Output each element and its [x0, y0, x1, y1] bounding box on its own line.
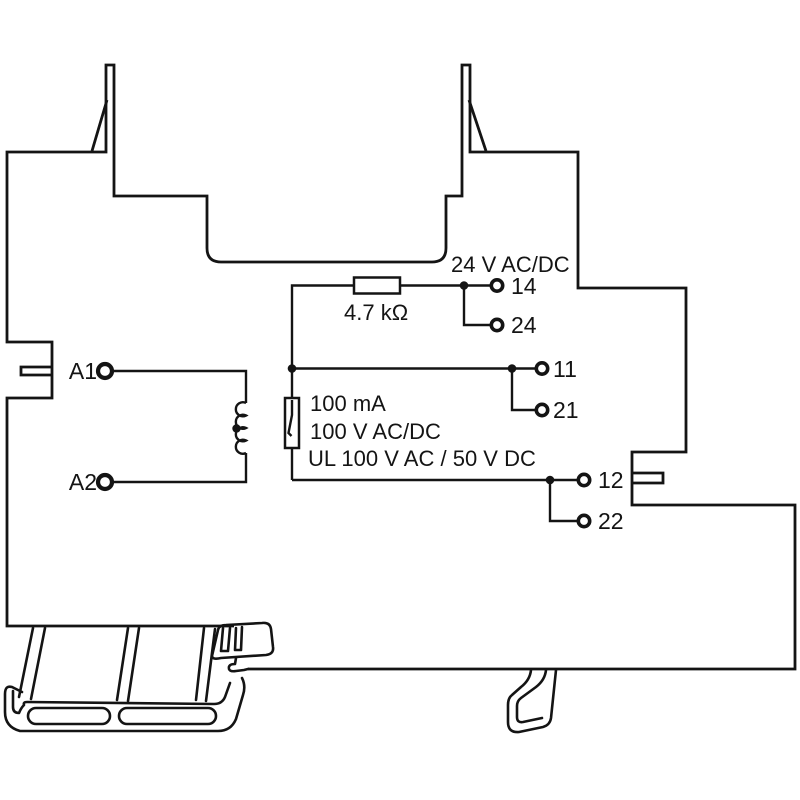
wire-a2-to-coil — [113, 453, 248, 484]
terminal-label-12: 12 — [598, 467, 624, 493]
junction-dot-14 — [459, 281, 469, 290]
terminal-label-a2: A2 — [69, 469, 97, 495]
terminal-label-11: 11 — [553, 356, 577, 382]
latch-hook-inner — [515, 668, 548, 724]
terminal-circle-a1 — [95, 361, 115, 381]
foot-band-strips — [17, 626, 217, 703]
terminal-label-a1: A1 — [69, 358, 97, 384]
terminal-label-21: 21 — [553, 397, 579, 423]
terminal-circle-a2 — [95, 472, 115, 492]
terminal-circle-14 — [489, 277, 505, 293]
fuse-ul-label: UL 100 V AC / 50 V DC — [308, 446, 536, 471]
terminal-circle-24 — [489, 317, 505, 333]
terminals — [95, 277, 592, 529]
terminal-label-24: 24 — [511, 312, 537, 338]
coil-symbol — [234, 401, 249, 455]
din-latch-hook — [506, 668, 558, 734]
resistor-value-label: 4.7 kΩ — [344, 300, 408, 325]
terminal-label-22: 22 — [598, 508, 624, 534]
wire-branch-22 — [548, 480, 577, 523]
wire-branch-24 — [462, 285, 490, 327]
junction-dot-21 — [507, 364, 517, 373]
foot-sled-outer — [3, 676, 246, 733]
fuse-symbol — [283, 396, 301, 450]
enclosure-outline — [5, 63, 797, 671]
mounting-clip-right-strut — [467, 99, 488, 152]
din-rail-foot — [3, 621, 275, 733]
circuit-wiring — [113, 284, 577, 523]
wire-resistor-left — [290, 284, 354, 398]
labels: 24 V AC/DC 4.7 kΩ 100 mA 100 V AC/DC UL … — [69, 252, 624, 534]
circuit-components — [232, 276, 555, 485]
wire-a1-to-coil — [113, 369, 248, 403]
terminal-circle-21 — [534, 402, 550, 418]
foot-sled-inner — [11, 681, 232, 715]
junction-dot-11-left — [287, 364, 297, 373]
foot-latch-step — [227, 656, 250, 673]
supply-label: 24 V AC/DC — [451, 252, 570, 277]
fuse-element — [287, 400, 294, 437]
terminal-label-14: 14 — [511, 273, 537, 299]
enclosure — [5, 63, 797, 671]
foot-lever-slots — [219, 625, 244, 653]
latch-hook-outer — [506, 668, 558, 734]
left-notch-tab — [19, 365, 52, 377]
foot-lever — [210, 621, 275, 660]
resistor-symbol — [352, 276, 402, 295]
coil-junction-dot — [232, 424, 241, 433]
foot-slot-right — [117, 706, 218, 726]
fuse-current-label: 100 mA — [310, 391, 386, 416]
terminal-circle-12 — [576, 472, 592, 488]
right-notch-tab — [632, 471, 665, 485]
terminal-circle-11 — [534, 360, 550, 376]
fuse-voltage-label: 100 V AC/DC — [310, 419, 441, 444]
mounting-clip-left-strut — [90, 99, 109, 152]
terminal-circle-22 — [576, 513, 592, 529]
foot-slot-left — [26, 706, 112, 726]
junction-dot-22 — [545, 475, 555, 485]
wire-branch-21 — [510, 368, 535, 412]
